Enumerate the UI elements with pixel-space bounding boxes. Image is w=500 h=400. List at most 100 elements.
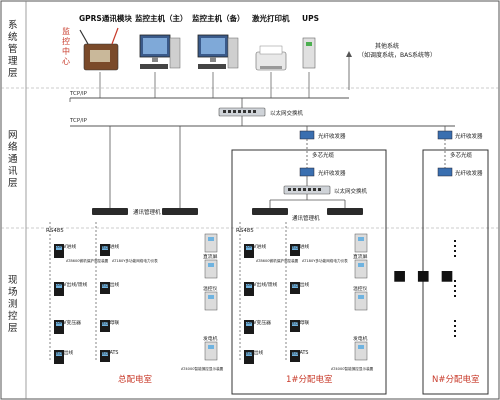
mm-fiber-1-label: 多芯光缆 [312,151,335,159]
group-label-room1-2: 低压出线 [290,281,309,288]
gprs-module-icon [79,27,119,71]
power-meter-screen-main-2 [102,322,108,326]
device-label-gprs: GPRS通讯模块 [79,13,132,23]
comm-manager-room1-2-icon [327,208,363,215]
protection-unit-screen-main-3 [56,352,62,356]
group-label-room1-7: 低压出线 [244,349,263,356]
fiber-transceiver-3-label: 光纤收发器 [318,169,346,177]
protection-unit-icon-main-1 [54,282,64,296]
group-label-main-2: 低压出线 [100,281,119,288]
protection-unit-screen-room1-3 [246,352,252,356]
aux-device-screen-room1-2 [358,295,364,299]
room-1-frame [231,149,387,395]
host-backup-computer-icon [197,34,239,69]
aux-device-screen-room1-1 [358,263,364,267]
aux-label-dc-room1: 直流屏 [353,253,368,260]
monitor-center-label: 监 控 中 心 [62,26,73,66]
group-label-main-5: 10KV变压器 [54,319,81,326]
device-label-ups: UPS [302,14,319,23]
aux-label-display-room1: AT4000智能操控显示装置 [331,366,374,371]
comm-manager-room1-1-icon [252,208,288,215]
protection-unit-icon-main-2 [54,320,64,334]
room-main-label: 总配电室 [118,375,153,385]
protection-unit-icon-room1-3 [244,350,254,364]
aux-device-icon-room1-2 [354,291,368,311]
meter-label-b-room1: AT180Y多功能网络电力仪表 [302,258,348,263]
aux-device-icon-main-0 [204,233,218,253]
protection-unit-icon-main-0 [54,244,64,258]
tcpip-bottom-label: TCP/IP [69,118,88,124]
room-1-label: 1#分配电室 [286,375,333,385]
aux-label-temp-room1: 温控仪 [353,285,368,292]
sub-ethernet-switch-icon [283,185,331,195]
layer-label-system: 系统管理层 [8,20,18,79]
aux-label-gen-main: 发电机 [203,335,218,342]
comm-manager-1-label: 通讯管理机 [133,208,161,216]
power-meter-screen-main-3 [102,352,108,356]
aux-device-screen-main-1 [208,263,214,267]
comm-manager-2-label: 通讯管理机 [292,214,320,222]
group-label-main-0: 10KV进线 [54,243,76,250]
group-label-room1-4: 低压母联 [290,319,309,326]
fiber-transceiver-2-label: 光纤收发器 [455,132,483,140]
ellipsis-dots: ■ ■ ■ [393,268,457,284]
aux-device-icon-main-1 [204,259,218,279]
fiber-transceiver-1-label: 光纤收发器 [318,132,346,140]
aux-device-icon-room1-3 [354,341,368,361]
protection-unit-screen-main-2 [56,322,62,326]
aux-label-gen-room1: 发电机 [353,335,368,342]
protection-unit-screen-room1-0 [246,246,252,250]
group-label-main-6: 低压ATS [100,349,118,356]
device-label-printer: 激光打印机 [252,13,290,23]
host-main-computer-icon [139,34,181,69]
power-meter-screen-main-0 [102,246,108,250]
protection-unit-screen-room1-2 [246,322,252,326]
protection-unit-icon-room1-1 [244,282,254,296]
mm-fiber-2-label: 多芯光缆 [450,151,473,159]
aux-label-display-main: AT4000智能操控显示装置 [181,366,224,371]
protection-unit-icon-main-3 [54,350,64,364]
room-n-label: N#分配电室 [432,375,480,385]
main-ethernet-switch-icon [218,107,266,117]
sub-ethernet-switch-label: 以太网交换机 [334,187,368,195]
printer-icon [255,45,287,71]
group-label-room1-3: 10KV出线/馈线 [244,281,278,288]
aux-device-screen-main-2 [208,295,214,299]
power-meter-screen-room1-3 [292,352,298,356]
other-system-arrow-icon [346,51,352,57]
protection-unit-screen-main-1 [56,284,62,288]
group-label-room1-0: 10KV进线 [244,243,266,250]
group-label-main-3: 10KV出线/馈线 [54,281,88,288]
meter-label-a-room1: AT8600微机保护测控装置 [256,258,299,263]
tcpip-top-label: TCP/IP [69,91,88,97]
protection-unit-screen-room1-1 [246,284,252,288]
aux-device-icon-main-2 [204,291,218,311]
aux-device-icon-main-3 [204,341,218,361]
aux-label-dc-main: 直流屏 [203,253,218,260]
aux-device-screen-room1-3 [358,345,364,349]
rs485-label-room1: RS485 [236,228,254,234]
group-label-room1-6: 低压ATS [290,349,308,356]
meter-label-b-main: AT180Y多功能网络电力仪表 [112,258,158,263]
other-system-label: 其他系统 [375,42,399,50]
device-label-host-main: 监控主机（主） [135,13,188,23]
power-meter-screen-room1-2 [292,322,298,326]
fiber-transceiver-4-icon [437,167,453,177]
comm-manager-main-2-icon [162,208,198,215]
aux-label-temp-main: 温控仪 [203,285,218,292]
device-label-host-backup: 监控主机（备） [192,13,245,23]
protection-unit-screen-main-0 [56,246,62,250]
protection-unit-icon-room1-2 [244,320,254,334]
meter-label-a-main: AT8600微机保护测控装置 [66,258,109,263]
group-label-main-1: 低压进线 [100,243,119,250]
aux-device-icon-room1-1 [354,259,368,279]
group-label-room1-5: 10KV变压器 [244,319,271,326]
power-meter-screen-room1-1 [292,284,298,288]
aux-device-screen-room1-0 [358,237,364,241]
aux-device-icon-room1-0 [354,233,368,253]
power-meter-screen-main-1 [102,284,108,288]
